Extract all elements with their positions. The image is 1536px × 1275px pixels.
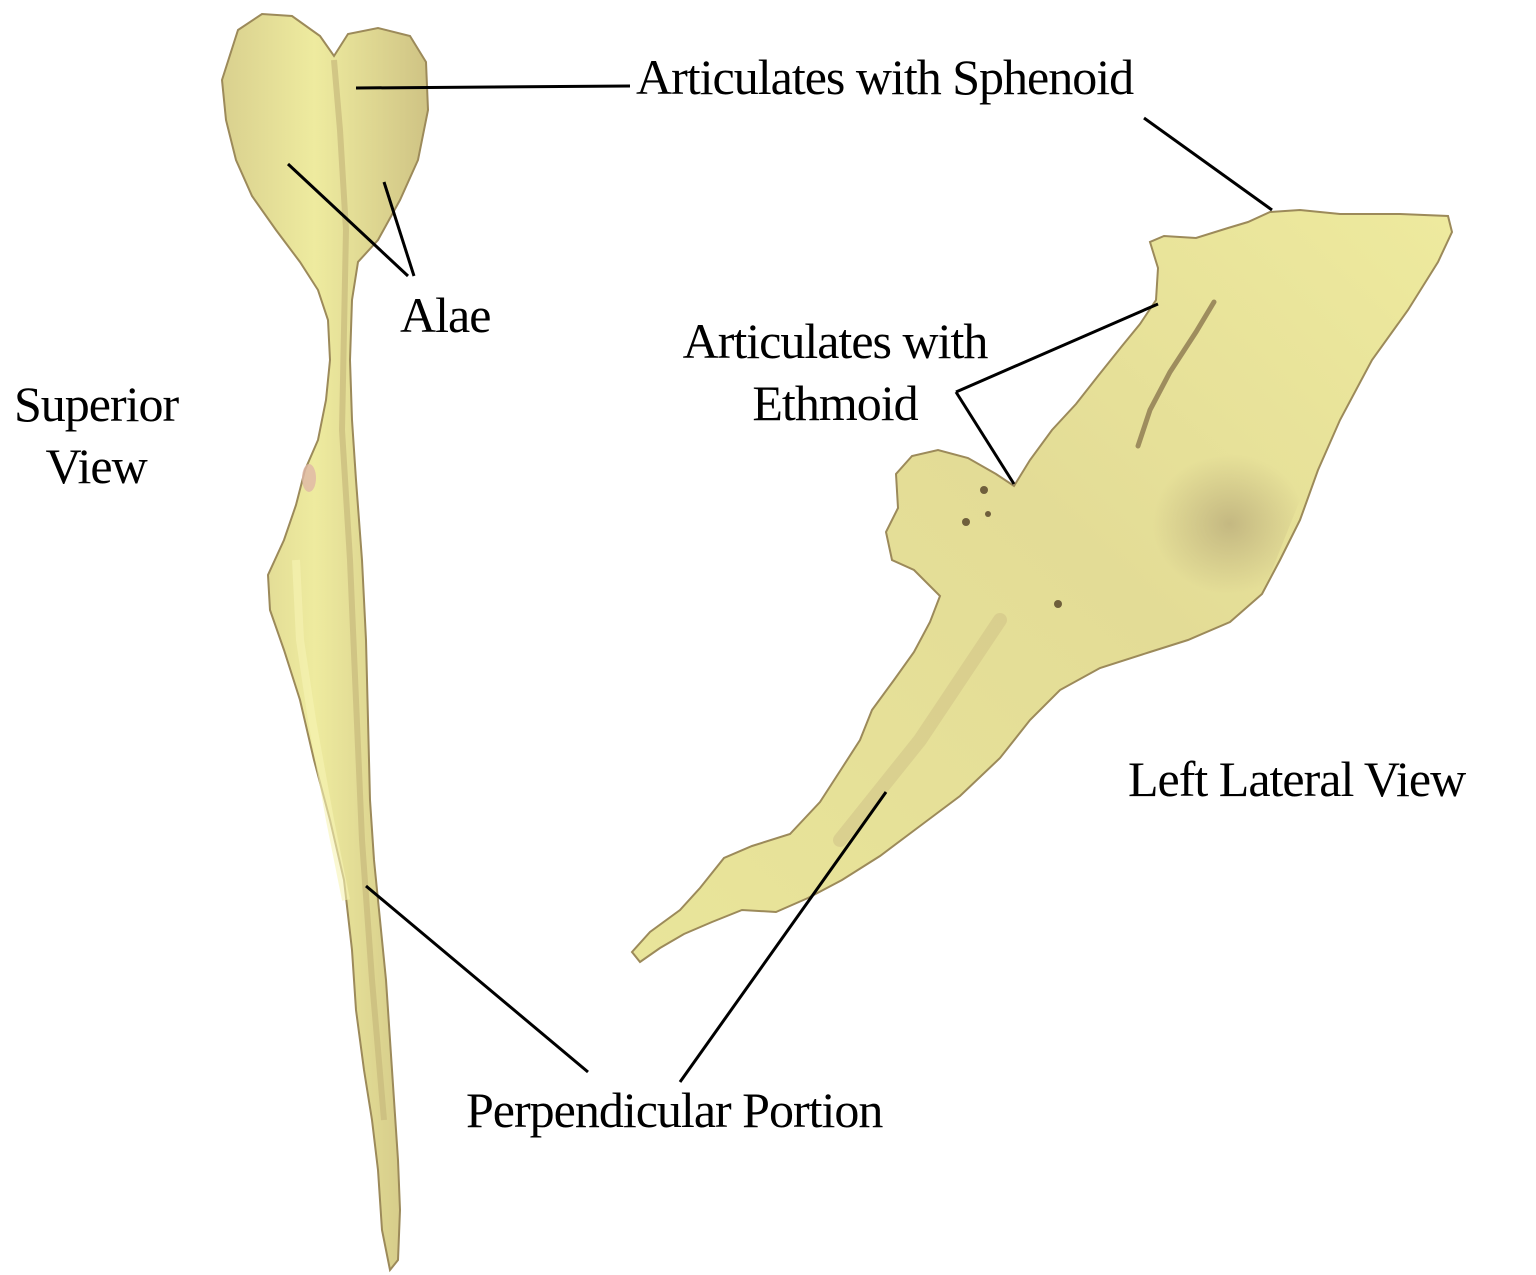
leader-line-sphenoid-superior [356,86,630,88]
leader-line-sphenoid-lateral [1144,118,1272,210]
label-perpendicular-portion: Perpendicular Portion [466,1085,882,1135]
label-articulates-with-sphenoid: Articulates with Sphenoid [636,52,1133,102]
leader-line-perpendicular-superior [366,886,588,1072]
label-superior-view-line1: Superior [14,373,178,435]
label-superior-view-line2: View [14,435,178,497]
label-left-lateral-view: Left Lateral View [1128,754,1465,804]
superior-bone-shape [222,14,428,1270]
label-superior-view: Superior View [14,373,178,497]
lateral-bone-pit [962,518,970,526]
label-ethmoid-line1: Articulates with [654,310,1016,372]
lateral-bone-pit [980,486,988,494]
superior-view-bone [222,14,428,1270]
label-ethmoid-line2: Ethmoid [654,372,1016,434]
superior-bone-pink-spot [302,464,316,492]
label-alae: Alae [400,290,490,340]
lateral-bone-pit [985,511,991,517]
label-articulates-with-ethmoid: Articulates with Ethmoid [654,310,1016,434]
lateral-bone-pit [1054,600,1062,608]
